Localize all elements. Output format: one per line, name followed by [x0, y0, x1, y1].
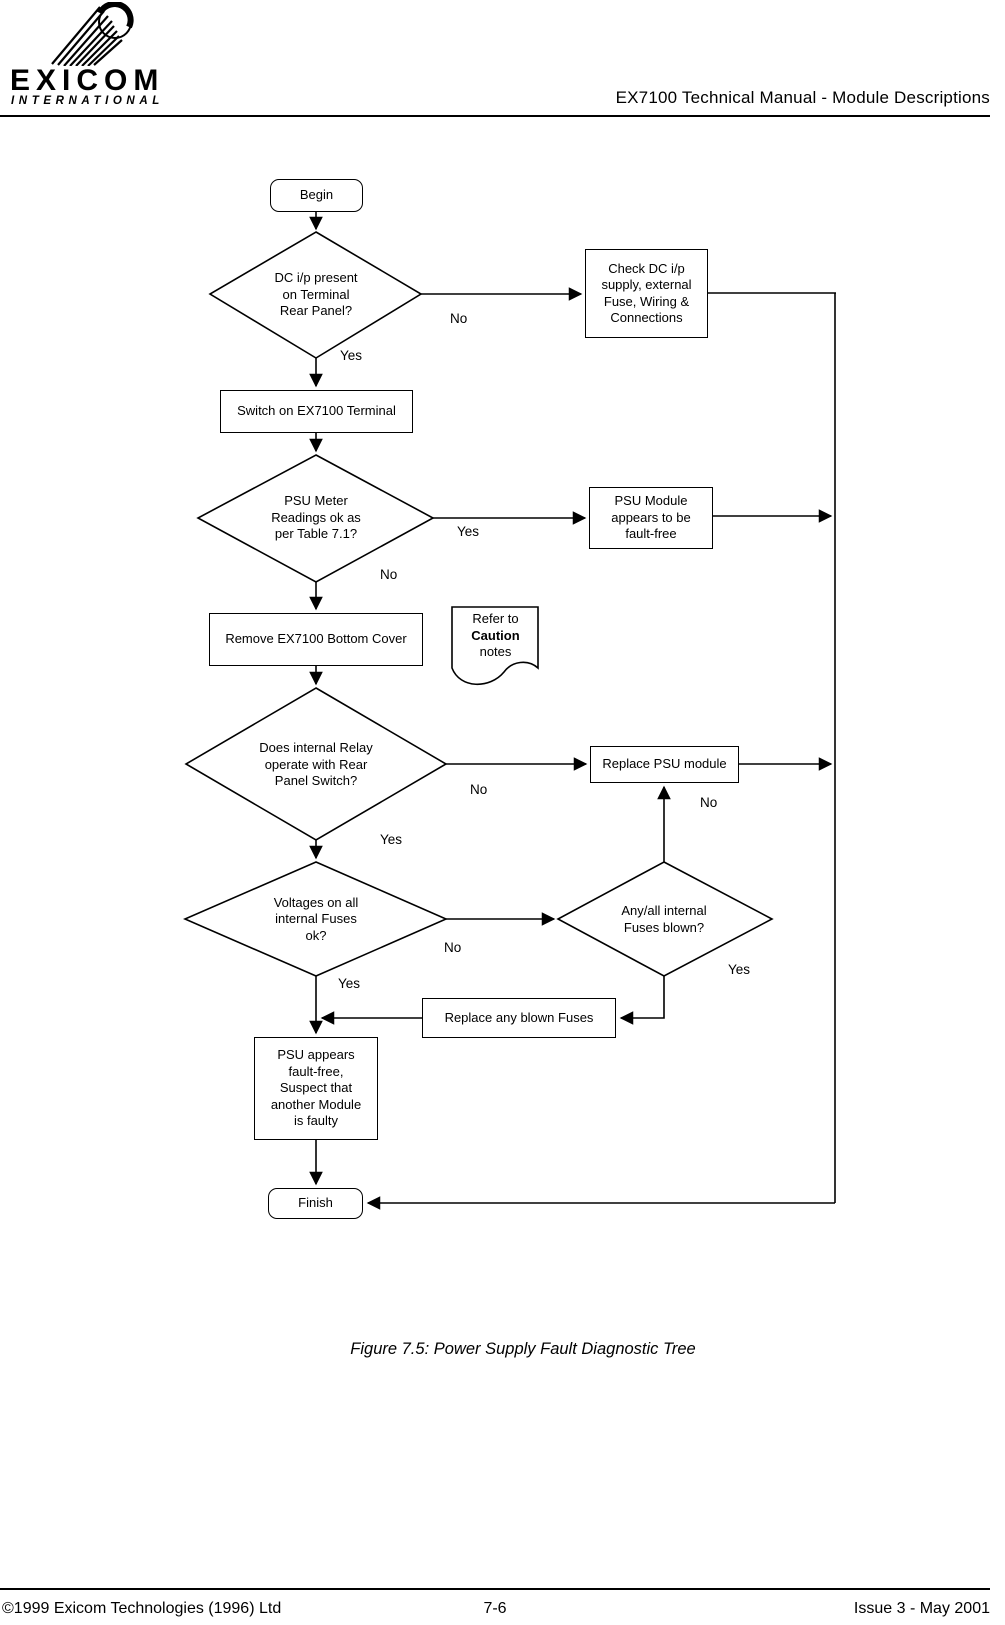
decision-fuses-blown-shape	[556, 861, 774, 977]
brand-name: EXICOM	[10, 64, 165, 97]
process-psu-fault-free: PSU Module appears to be fault-free	[589, 487, 713, 549]
figure-caption: Figure 7.5: Power Supply Fault Diagnosti…	[350, 1340, 696, 1358]
caution-note: Refer to Caution notes	[471, 611, 520, 660]
footer-rule	[0, 1588, 990, 1590]
terminator-finish: Finish	[268, 1188, 363, 1219]
comet-icon	[51, 2, 134, 66]
brand-subtitle: INTERNATIONAL	[11, 95, 164, 107]
edge-label-yes-volt: Yes	[338, 976, 361, 991]
edge-label-yes-dc: Yes	[340, 348, 363, 363]
decision-voltages: Voltages on all internal Fuses ok?	[273, 894, 359, 943]
edge-label-no-meter: No	[380, 567, 398, 582]
exicom-logo: EXICOM INTERNATIONAL	[8, 0, 198, 112]
edge-label-no-volt: No	[444, 940, 462, 955]
edge-label-no-relay: No	[470, 782, 488, 797]
process-check-dc-supply: Check DC i/p supply, external Fuse, Wiri…	[585, 249, 708, 338]
page-title: EX7100 Technical Manual - Module Descrip…	[615, 88, 990, 107]
process-replace-psu: Replace PSU module	[590, 746, 739, 783]
decision-psu-meter-shape	[196, 454, 435, 583]
terminator-begin: Begin	[270, 179, 363, 212]
footer-issue: Issue 3 - May 2001	[853, 1600, 990, 1617]
edge-label-no-dc: No	[450, 311, 468, 326]
decision-fuses-blown: Any/all internal Fuses blown?	[621, 903, 707, 935]
header-rule	[0, 115, 990, 117]
edge-label-yes-relay: Yes	[380, 832, 403, 847]
decision-dc-present-shape	[208, 231, 423, 359]
decision-relay-shape	[184, 687, 448, 841]
process-psu-appears-fault-free: PSU appears fault-free, Suspect that ano…	[254, 1037, 378, 1140]
footer-page-number: 7-6	[483, 1600, 507, 1617]
edge-label-no-blown: No	[700, 795, 718, 810]
process-switch-on: Switch on EX7100 Terminal	[220, 390, 413, 433]
process-replace-fuses: Replace any blown Fuses	[422, 998, 616, 1038]
decision-dc-present: DC i/p present on Terminal Rear Panel?	[274, 270, 358, 319]
decision-voltages-shape	[182, 861, 448, 977]
footer-copyright: ©1999 Exicom Technologies (1996) Ltd	[2, 1600, 282, 1617]
edge-label-yes-blown: Yes	[728, 962, 751, 977]
decision-relay: Does internal Relay operate with Rear Pa…	[259, 740, 373, 789]
edge-label-yes-meter: Yes	[457, 524, 480, 539]
decision-psu-meter: PSU Meter Readings ok as per Table 7.1?	[271, 493, 361, 542]
process-remove-cover: Remove EX7100 Bottom Cover	[209, 613, 423, 666]
caution-note-shape	[451, 606, 539, 686]
